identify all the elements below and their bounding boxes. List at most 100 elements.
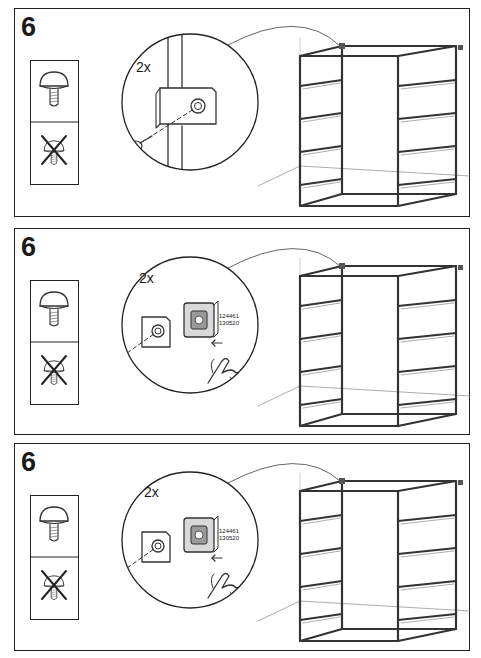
stroke (228, 463, 340, 483)
stroke (212, 340, 215, 346)
stroke (398, 179, 456, 185)
stroke (42, 571, 66, 599)
magnifier-circle (122, 34, 258, 170)
quantity-callout: 2x (144, 485, 159, 499)
stroke (50, 536, 58, 537)
step-number: 6 (21, 234, 36, 261)
stroke (211, 574, 214, 588)
stroke (398, 366, 456, 372)
stroke (300, 515, 342, 521)
panel-border (15, 229, 470, 435)
stroke (142, 532, 170, 562)
stroke (50, 98, 58, 99)
stroke (401, 551, 454, 557)
hole (155, 328, 161, 334)
stroke (31, 557, 79, 558)
stroke (401, 149, 454, 155)
stroke (300, 581, 342, 587)
stroke (300, 386, 470, 396)
stroke (214, 301, 218, 337)
stroke (50, 315, 58, 316)
stroke (258, 601, 300, 621)
stroke (303, 551, 340, 557)
stroke (455, 46, 457, 194)
stroke (51, 594, 57, 596)
stroke (341, 481, 343, 629)
stroke (50, 309, 58, 326)
stroke (300, 300, 342, 306)
stroke (300, 481, 456, 491)
stroke (341, 46, 343, 194)
stroke (455, 481, 457, 629)
stroke (300, 166, 470, 176)
stroke (300, 46, 456, 56)
stroke (303, 402, 340, 408)
stroke (50, 312, 58, 313)
screw (98, 579, 110, 589)
stroke (212, 555, 215, 561)
fitting (184, 303, 214, 337)
stroke (228, 26, 340, 46)
stroke (51, 596, 57, 598)
magnifier-circle (122, 257, 258, 393)
stroke (300, 179, 342, 185)
screw-mark (458, 45, 463, 50)
part-number: 124461 (219, 528, 239, 534)
step-number: 6 (21, 14, 36, 41)
magnified-detail (130, 22, 216, 182)
wrong-screw (44, 361, 64, 385)
stroke (300, 548, 342, 554)
stroke (50, 318, 58, 319)
stroke (397, 56, 399, 206)
stroke (300, 601, 470, 611)
stroke (300, 629, 456, 641)
stroke (208, 574, 243, 615)
stroke (42, 356, 66, 384)
stroke (51, 153, 57, 165)
fitting-core (191, 311, 207, 329)
hole (191, 99, 205, 113)
stroke (455, 266, 457, 414)
stroke (42, 136, 66, 164)
step-panel (15, 444, 471, 651)
stroke (50, 101, 58, 102)
stroke (300, 366, 342, 372)
stroke (51, 156, 57, 158)
magnified-detail (98, 516, 243, 614)
stroke (51, 373, 57, 385)
stroke (228, 248, 340, 268)
stroke (398, 581, 456, 587)
stroke (300, 414, 456, 426)
stroke (156, 88, 160, 128)
screw-mark (458, 480, 463, 485)
stroke (40, 521, 68, 524)
step-number: 6 (21, 449, 36, 476)
stroke (258, 386, 300, 406)
stroke (40, 507, 68, 521)
stroke (398, 548, 456, 554)
stroke (31, 342, 79, 343)
wrong-screw (44, 576, 64, 600)
stroke (50, 524, 58, 541)
stroke (40, 72, 68, 86)
stroke (398, 80, 456, 86)
stroke (50, 321, 58, 322)
stroke (51, 589, 57, 591)
stroke (42, 356, 66, 384)
stroke (401, 402, 454, 408)
stroke (51, 379, 57, 381)
hole (155, 543, 161, 549)
part-number: 130520 (219, 320, 239, 326)
panel-border (15, 444, 470, 651)
stroke (299, 276, 301, 426)
hole (152, 540, 164, 552)
screw-icon-box (31, 61, 79, 185)
stroke (401, 83, 454, 89)
stroke (40, 292, 68, 306)
stroke (398, 515, 456, 521)
part-number: 124461 (219, 313, 239, 319)
magnifier-circle (122, 472, 258, 608)
stroke (398, 146, 456, 152)
